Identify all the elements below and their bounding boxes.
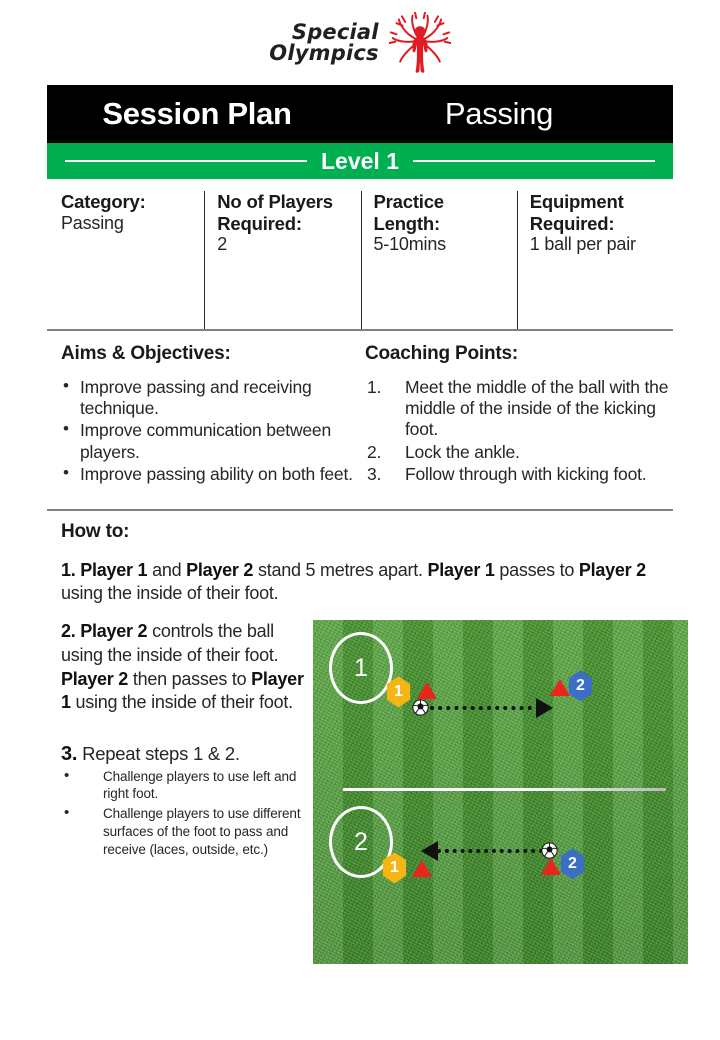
aims-list: Improve passing and receiving technique.… — [61, 376, 357, 485]
step-3-text: Repeat steps 1 & 2. — [82, 742, 240, 764]
diagram-step-marker-2: 2 — [329, 806, 393, 879]
level-label: Level 1 — [321, 147, 399, 174]
session-info-row: Category: Passing No of Players Required… — [47, 179, 673, 329]
list-item: Improve passing and receiving technique. — [61, 376, 357, 419]
pass-arrow-panel-2 — [421, 841, 551, 862]
diagram-player-1-panel-1: 1 — [386, 676, 411, 708]
info-cell-players: No of Players Required: 2 — [204, 191, 360, 329]
info-label: Practice Length: — [373, 191, 445, 234]
cone-icon — [550, 679, 570, 697]
list-item: Challenge players to use left and right … — [61, 766, 305, 804]
session-topic: Passing — [444, 96, 554, 131]
level-rule-right — [413, 160, 655, 162]
soccer-ball-icon — [541, 842, 558, 860]
logo-line-2: Olympics — [269, 40, 379, 65]
howto-body: 2. Player 2 controls the ball using the … — [61, 620, 688, 965]
list-item: Lock the ankle. — [367, 441, 520, 463]
list-item: Challenge players to use different surfa… — [61, 803, 305, 858]
soccer-ball-icon — [412, 699, 429, 717]
info-cell-category: Category: Passing — [47, 191, 204, 329]
level-bar: Level 1 — [47, 143, 673, 179]
info-label: Equipment Required: — [529, 191, 624, 234]
howto-heading: How to: — [61, 521, 130, 542]
page-title: Session Plan — [102, 96, 292, 131]
aims-heading: Aims & Objectives: — [61, 343, 231, 364]
howto-step-3: 3. Repeat steps 1 & 2. — [61, 741, 305, 767]
info-label: Category: — [61, 191, 146, 212]
challenges-list: Challenge players to use left and right … — [61, 766, 305, 859]
list-item: Improve passing ability on both feet. — [61, 463, 357, 485]
info-value: 5-10mins — [373, 234, 447, 255]
info-value: Passing — [61, 212, 124, 233]
arrow-head-left-icon — [421, 841, 438, 862]
list-item: Follow through with kicking foot. — [367, 463, 647, 485]
diagram-player-2-panel-1: 2 — [568, 670, 593, 702]
coaching-column: Coaching Points: Meet the middle of the … — [365, 343, 673, 501]
logo-wordmark: Special Olympics — [269, 19, 379, 65]
howto-text-column: 2. Player 2 controls the ball using the … — [61, 620, 313, 860]
info-cell-equipment: Equipment Required: 1 ball per pair — [516, 191, 673, 329]
howto-section: How to: 1. Player 1 and Player 2 stand 5… — [47, 511, 688, 965]
divider-above-aims — [47, 329, 673, 331]
cone-icon — [541, 858, 561, 876]
session-plan-sheet: Session Plan Passing Level 1 Category: P… — [47, 85, 688, 965]
diagram-player-2-panel-2: 2 — [560, 848, 585, 880]
info-value: 1 ball per pair — [529, 234, 636, 255]
step-3-number: 3. — [61, 742, 78, 765]
pass-arrow-panel-1 — [430, 698, 555, 719]
list-item: Meet the middle of the ball with the mid… — [367, 377, 669, 440]
arrow-line — [430, 706, 540, 711]
howto-step-2: 2. Player 2 controls the ball using the … — [61, 621, 304, 713]
arrow-head-right-icon — [536, 698, 553, 719]
panel-divider-line — [343, 788, 666, 792]
diagram-player-1-panel-2: 1 — [382, 852, 407, 884]
diagram-step-marker-1: 1 — [329, 632, 393, 705]
divider-above-howto — [47, 509, 673, 511]
arrow-line — [437, 849, 551, 854]
cone-icon — [412, 860, 432, 878]
howto-step-1: 1. Player 1 and Player 2 stand 5 metres … — [61, 560, 646, 603]
title-bar: Session Plan Passing — [47, 85, 673, 143]
info-value: 2 — [217, 234, 228, 255]
coaching-list: Meet the middle of the ball with the mid… — [365, 377, 673, 485]
special-olympics-starburst-figure-icon — [388, 11, 451, 73]
pitch-diagram: 1 1 2 2 1 — [313, 620, 688, 965]
logo-line-1: Special — [291, 19, 379, 44]
cone-icon — [417, 682, 437, 700]
level-rule-left — [65, 160, 307, 162]
aims-coaching-section: Aims & Objectives: Improve passing and r… — [47, 331, 673, 509]
info-label: No of Players Required: — [217, 191, 333, 234]
list-item: Improve communication between players. — [61, 419, 357, 462]
brand-logo: Special Olympics — [0, 0, 720, 85]
coaching-heading: Coaching Points: — [365, 343, 519, 364]
info-cell-length: Practice Length: 5-10mins — [360, 191, 517, 329]
aims-column: Aims & Objectives: Improve passing and r… — [47, 343, 365, 501]
